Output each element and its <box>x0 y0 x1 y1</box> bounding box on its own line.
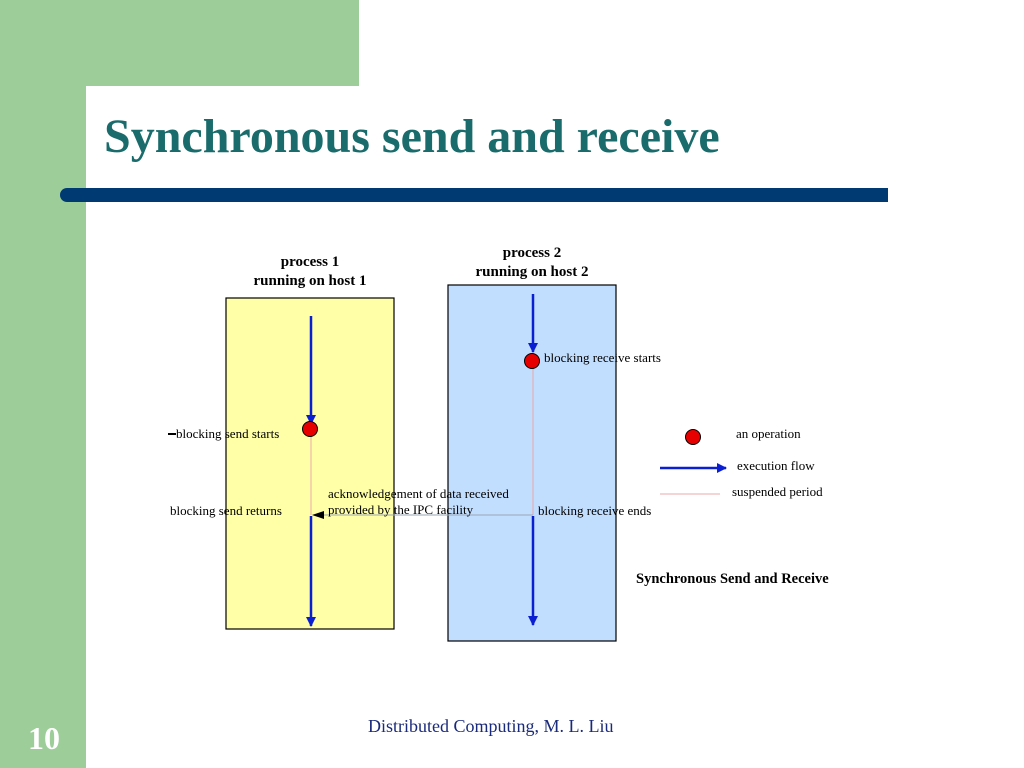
process1-line2: running on host 1 <box>253 273 367 289</box>
label-blocking-receive-starts: blocking receive starts <box>544 350 661 365</box>
label-ack-line2: provided by the IPC facility <box>328 502 474 517</box>
legend-operation-dot <box>685 429 701 445</box>
label-blocking-send-starts: blocking send starts <box>176 426 280 441</box>
green-side-band <box>0 0 86 768</box>
process2-line2: running on host 2 <box>475 264 589 280</box>
process2-heading: process 2 running on host 2 <box>440 244 624 282</box>
process1-heading: process 1 running on host 1 <box>226 253 394 291</box>
slide-title: Synchronous send and receive <box>104 110 720 163</box>
process1-line1: process 1 <box>280 254 340 270</box>
diagram-caption: Synchronous Send and Receive <box>636 571 829 587</box>
legend-execution-flow-label: execution flow <box>737 458 815 473</box>
label-ack-line1: acknowledgement of data received <box>328 486 509 501</box>
send-operation-dot <box>302 421 318 437</box>
process2-line1: process 2 <box>502 245 562 261</box>
footer-credit: Distributed Computing, M. L. Liu <box>368 716 614 736</box>
legend-suspended-label: suspended period <box>732 484 823 499</box>
receive-operation-dot <box>524 353 540 369</box>
label-blocking-send-returns: blocking send returns <box>170 503 282 518</box>
title-rule <box>60 188 888 202</box>
label-blocking-receive-ends: blocking receive ends <box>538 503 652 518</box>
ack-arrowhead <box>312 511 324 519</box>
slide-number: 10 <box>28 720 60 756</box>
legend-operation-label: an operation <box>736 426 801 441</box>
